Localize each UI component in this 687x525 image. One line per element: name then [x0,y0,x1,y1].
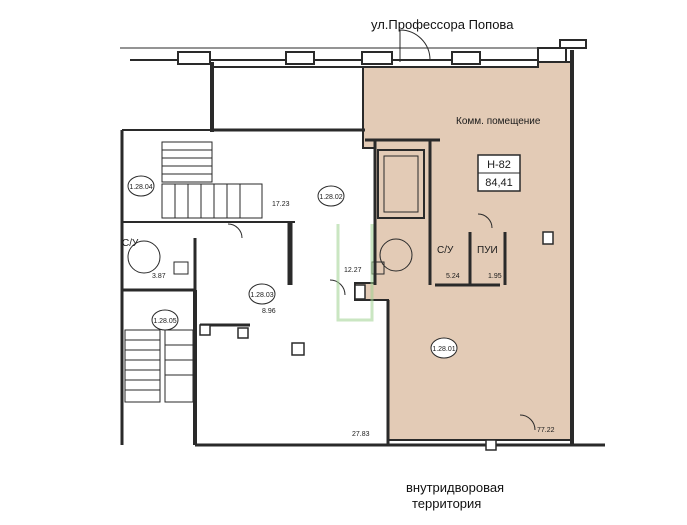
walls [120,47,605,447]
unit-code: Н-82 [487,159,511,171]
area-195: 1.95 [488,273,502,280]
doors [227,213,536,431]
wc-fixtures [127,238,413,275]
wc-left-label: С/У [122,238,139,249]
area-896: 8.96 [262,308,276,315]
courtyard-label-1: внутридворовая [406,480,505,495]
area-387: 3.87 [152,273,166,280]
room-tag-0402: 1.28.02 [319,194,342,201]
room-tags: 1.28.04 1.28.02 1.28.03 1.28.05 1.28.01 [127,175,458,359]
unit-code-box[interactable]: Н-82 84,41 [477,154,521,192]
wc-right-label: С/У [437,245,454,256]
room-tag-0405: 1.28.05 [153,318,176,325]
unit-name: Комм. помещение [456,116,541,127]
street-name: ул.Профессора Попова [371,17,514,32]
area-524: 5.24 [446,273,460,280]
puy-label: ПУИ [477,245,498,256]
area-1227: 12.27 [344,267,362,274]
stairs-top [161,141,263,219]
area-7722: 77.22 [537,427,555,434]
courtyard-label-2: территория [412,496,482,511]
area-2783: 27.83 [352,431,370,438]
watermark-logo [336,224,374,322]
lift-core [377,149,425,219]
room-tag-0404: 1.28.04 [129,184,152,191]
columns [199,231,554,451]
room-tag-0101: 1.28.01 [432,346,455,353]
top-columns [177,39,587,65]
area-values: 17.23 3.87 8.96 12.27 5.24 1.95 27.83 77… [152,201,555,438]
area-1723: 17.23 [272,201,290,208]
stairs-bottom [124,329,194,403]
unit-area: 84,41 [485,177,513,189]
entry-door [399,29,431,62]
room-tag-0403: 1.28.03 [250,292,273,299]
